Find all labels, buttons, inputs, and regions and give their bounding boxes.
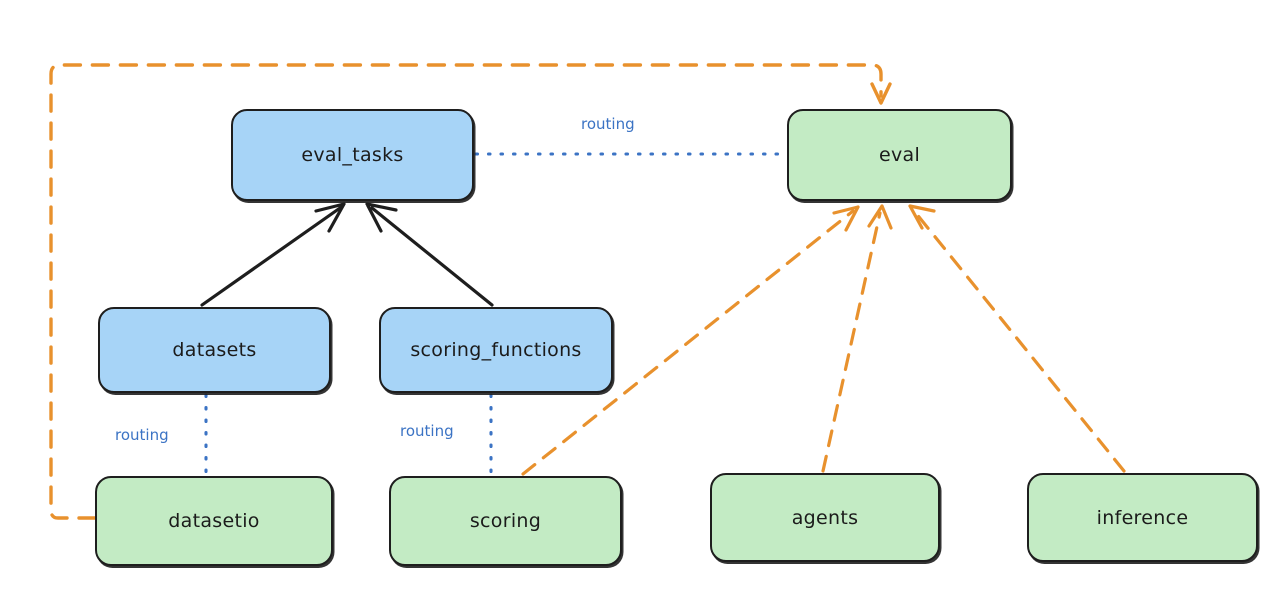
edge-scoring-to-eval [521, 205, 860, 476]
edge-agents-to-eval [821, 204, 893, 473]
node-eval-tasks-label: eval_tasks [301, 144, 404, 166]
node-datasetio-label: datasetio [168, 510, 260, 532]
node-eval-tasks[interactable]: eval_tasks [231, 109, 474, 201]
node-datasets[interactable]: datasets [98, 307, 331, 393]
node-scoring-label: scoring [469, 510, 542, 532]
node-scoring-functions-label: scoring_functions [410, 339, 582, 361]
edge-scoring-functions-to-eval-tasks [365, 202, 494, 307]
node-datasetio[interactable]: datasetio [95, 476, 333, 566]
edge-inference-to-eval [908, 204, 1126, 473]
node-inference[interactable]: inference [1027, 473, 1258, 562]
edge-label-routing-eval-tasks: routing [578, 115, 638, 133]
node-inference-label: inference [1096, 506, 1189, 529]
node-scoring[interactable]: scoring [389, 476, 622, 566]
node-scoring-functions[interactable]: scoring_functions [379, 307, 613, 393]
edge-datasetio-to-eval [49, 63, 892, 520]
node-eval[interactable]: eval [787, 109, 1012, 201]
edge-datasets-to-eval-tasks [200, 202, 346, 307]
edge-label-routing-scoring-functions: routing [397, 422, 457, 440]
node-agents-label: agents [791, 506, 859, 529]
node-agents[interactable]: agents [710, 473, 940, 562]
node-datasets-label: datasets [172, 339, 257, 361]
node-eval-label: eval [878, 144, 921, 166]
edge-label-routing-datasets: routing [112, 426, 172, 444]
